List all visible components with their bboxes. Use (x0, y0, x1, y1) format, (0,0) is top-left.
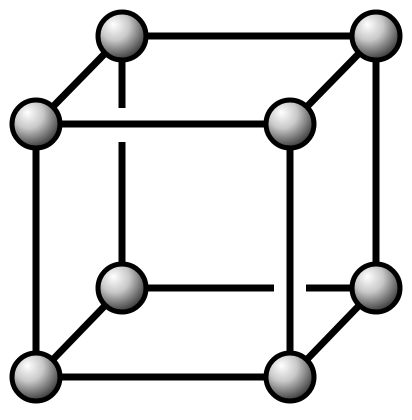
atom-sphere-back-bottom-left (95, 261, 149, 315)
atom-sphere-front-top-left (9, 97, 63, 151)
atom-sphere-front-bottom-right (263, 350, 317, 404)
atom-sphere-back-top-right (349, 9, 403, 63)
atom-sphere-front-bottom-left (9, 350, 63, 404)
cube-edges (32, 32, 380, 381)
atom-sphere-back-bottom-right (349, 261, 403, 315)
cube-atoms (9, 9, 403, 404)
atom-sphere-back-top-left (95, 9, 149, 63)
atom-sphere-front-top-right (263, 97, 317, 151)
